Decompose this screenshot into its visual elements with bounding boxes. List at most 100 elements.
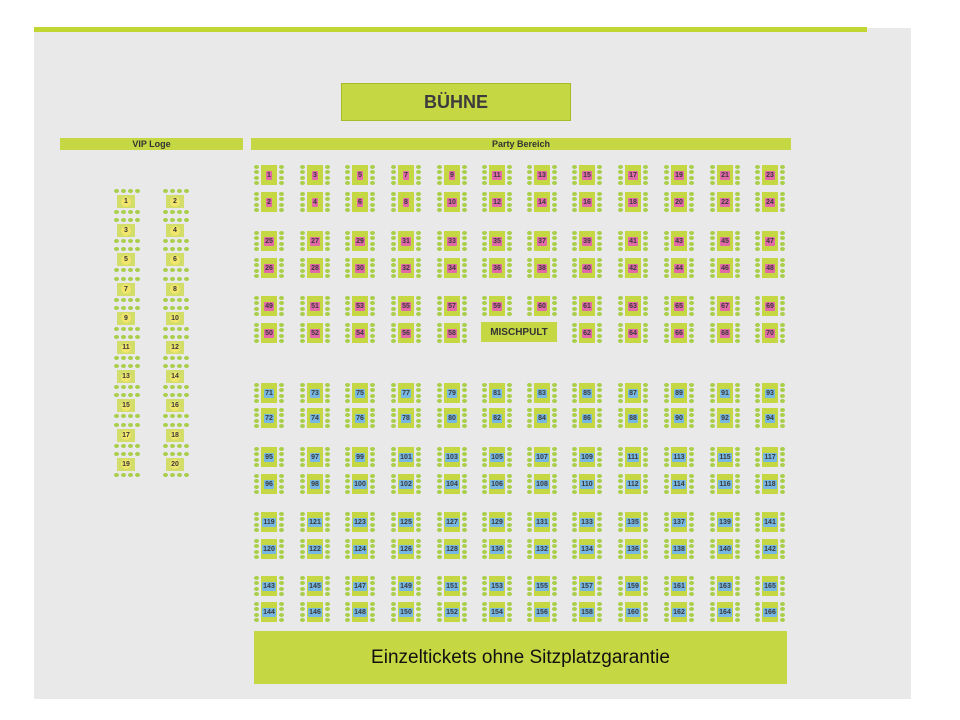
party-table[interactable]: 19 [671,165,687,185]
party-table[interactable]: 166 [762,602,778,622]
party-table[interactable]: 105 [489,447,505,467]
party-table[interactable]: 151 [444,576,460,596]
party-table[interactable]: 46 [717,258,733,278]
party-table[interactable]: 39 [579,231,595,251]
party-table[interactable]: 139 [717,512,733,532]
party-table[interactable]: 93 [762,383,778,403]
vip-table[interactable]: 1 [117,195,135,208]
party-table[interactable]: 133 [579,512,595,532]
party-table[interactable]: 100 [352,474,368,494]
party-table[interactable]: 23 [762,165,778,185]
party-table[interactable]: 109 [579,447,595,467]
vip-table[interactable]: 20 [166,457,184,471]
party-table[interactable]: 13 [534,165,550,185]
party-table[interactable]: 150 [398,602,414,622]
party-table[interactable]: 60 [534,296,550,316]
party-table[interactable]: 33 [444,231,460,251]
party-table[interactable]: 116 [717,474,733,494]
party-table[interactable]: 16 [579,192,595,212]
party-table[interactable]: 32 [398,258,414,278]
party-table[interactable]: 37 [534,231,550,251]
party-table[interactable]: 8 [398,192,414,212]
party-table[interactable]: 81 [489,383,505,403]
party-table[interactable]: 20 [671,192,687,212]
party-table[interactable]: 61 [579,296,595,316]
party-table[interactable]: 115 [717,447,733,467]
vip-table[interactable]: 7 [117,282,135,296]
party-table[interactable]: 124 [352,539,368,559]
party-table[interactable]: 87 [625,383,641,403]
party-table[interactable]: 36 [489,258,505,278]
party-table[interactable]: 52 [307,323,323,343]
party-table[interactable]: 76 [352,408,368,428]
party-table[interactable]: 164 [717,602,733,622]
party-table[interactable]: 9 [444,165,460,185]
party-table[interactable]: 125 [398,512,414,532]
party-table[interactable]: 121 [307,512,323,532]
party-table[interactable]: 25 [261,231,277,251]
party-table[interactable]: 10 [444,192,460,212]
vip-table[interactable]: 12 [166,341,184,354]
party-table[interactable]: 107 [534,447,550,467]
party-table[interactable]: 86 [579,408,595,428]
vip-table[interactable]: 2 [166,195,184,208]
party-table[interactable]: 40 [579,258,595,278]
party-table[interactable]: 57 [444,296,460,316]
party-table[interactable]: 83 [534,383,550,403]
party-table[interactable]: 104 [444,474,460,494]
party-table[interactable]: 62 [579,323,595,343]
party-table[interactable]: 138 [671,539,687,559]
party-table[interactable]: 77 [398,383,414,403]
party-table[interactable]: 56 [398,323,414,343]
vip-table[interactable]: 17 [117,428,135,442]
party-table[interactable]: 97 [307,447,323,467]
party-table[interactable]: 163 [717,576,733,596]
party-table[interactable]: 2 [261,192,277,212]
party-table[interactable]: 12 [489,192,505,212]
party-table[interactable]: 91 [717,383,733,403]
party-table[interactable]: 43 [671,231,687,251]
party-table[interactable]: 28 [307,258,323,278]
party-table[interactable]: 51 [307,296,323,316]
party-table[interactable]: 90 [671,408,687,428]
party-table[interactable]: 3 [307,165,323,185]
party-table[interactable]: 155 [534,576,550,596]
vip-table[interactable]: 19 [117,457,135,471]
party-table[interactable]: 128 [444,539,460,559]
vip-table[interactable]: 8 [166,282,184,296]
party-table[interactable]: 129 [489,512,505,532]
party-table[interactable]: 147 [352,576,368,596]
party-table[interactable]: 165 [762,576,778,596]
party-table[interactable]: 114 [671,474,687,494]
party-table[interactable]: 162 [671,602,687,622]
party-table[interactable]: 48 [762,258,778,278]
party-table[interactable]: 119 [261,512,277,532]
party-table[interactable]: 132 [534,539,550,559]
party-table[interactable]: 27 [307,231,323,251]
party-table[interactable]: 69 [762,296,778,316]
party-table[interactable]: 55 [398,296,414,316]
party-table[interactable]: 1 [261,165,277,185]
party-table[interactable]: 78 [398,408,414,428]
party-table[interactable]: 127 [444,512,460,532]
party-table[interactable]: 54 [352,323,368,343]
party-table[interactable]: 49 [261,296,277,316]
party-table[interactable]: 154 [489,602,505,622]
party-table[interactable]: 158 [579,602,595,622]
party-table[interactable]: 161 [671,576,687,596]
party-table[interactable]: 130 [489,539,505,559]
party-table[interactable]: 70 [762,323,778,343]
party-table[interactable]: 156 [534,602,550,622]
party-table[interactable]: 5 [352,165,368,185]
party-table[interactable]: 26 [261,258,277,278]
vip-table[interactable]: 18 [166,428,184,442]
party-table[interactable]: 31 [398,231,414,251]
party-table[interactable]: 103 [444,447,460,467]
party-table[interactable]: 21 [717,165,733,185]
party-table[interactable]: 108 [534,474,550,494]
party-table[interactable]: 47 [762,231,778,251]
party-table[interactable]: 35 [489,231,505,251]
party-table[interactable]: 112 [625,474,641,494]
party-table[interactable]: 80 [444,408,460,428]
party-table[interactable]: 111 [625,447,641,467]
